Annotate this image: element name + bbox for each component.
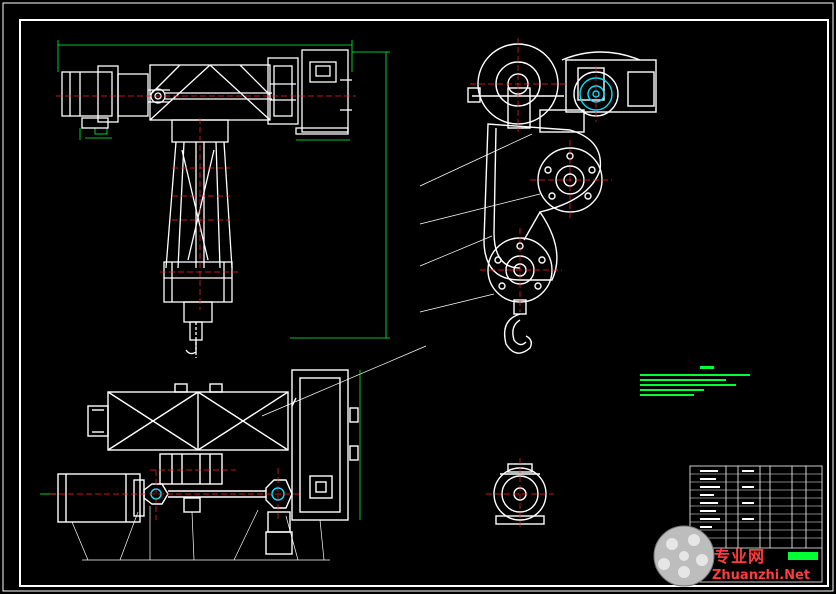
hoist-plan-view bbox=[40, 369, 361, 561]
hoist-side-view bbox=[56, 40, 390, 358]
parts-list-entries bbox=[700, 470, 754, 528]
end-carriage bbox=[301, 49, 349, 133]
detail-center-lines bbox=[486, 458, 554, 530]
hook-block bbox=[163, 261, 233, 303]
plan-coupling-left bbox=[143, 483, 169, 505]
center-lines-side bbox=[56, 95, 356, 310]
hook-icon bbox=[185, 340, 197, 355]
watermark-site-text: Zhuanzhi.Net bbox=[712, 568, 811, 583]
parts-list-rows bbox=[690, 473, 822, 539]
gearbox bbox=[565, 59, 657, 113]
watermark-logo-ball bbox=[653, 525, 715, 587]
hoist-front-view bbox=[261, 38, 657, 417]
center-lines-front bbox=[470, 38, 612, 312]
motor-flange bbox=[97, 65, 119, 123]
motor-body bbox=[61, 71, 113, 117]
plan-coupling-right bbox=[265, 479, 293, 509]
watermark-logo-text: 专业网 bbox=[714, 547, 766, 566]
detail-view bbox=[486, 458, 554, 530]
plan-center-lines bbox=[50, 468, 300, 520]
title-block bbox=[689, 465, 823, 583]
motor-icon bbox=[57, 473, 141, 523]
callout-leaders bbox=[261, 133, 541, 417]
plan-leaders bbox=[71, 506, 330, 561]
hook-front bbox=[503, 313, 533, 354]
inner-border bbox=[19, 19, 829, 587]
technical-notes bbox=[640, 366, 750, 396]
